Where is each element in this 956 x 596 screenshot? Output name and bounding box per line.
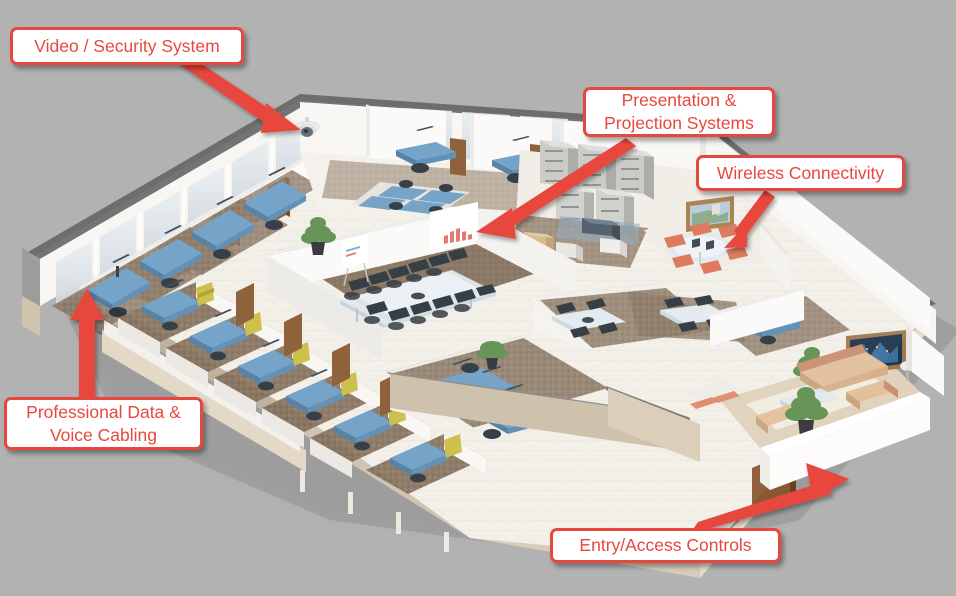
potted-plant	[785, 387, 828, 436]
conference-chairs	[348, 248, 496, 321]
callout-wireless-connectivity[interactable]: Wireless Connectivity	[696, 155, 905, 191]
callout-video-security-system[interactable]: Video / Security System	[10, 27, 244, 65]
breakout-round-table-area	[644, 196, 790, 292]
lounge-area	[720, 330, 920, 448]
office-desk	[192, 196, 254, 252]
callout-professional-data-voice-cabling[interactable]: Professional Data & Voice Cabling	[4, 397, 203, 450]
cubicle	[118, 279, 238, 358]
callout-presentation-projection-systems[interactable]: Presentation & Projection Systems	[583, 87, 775, 137]
callout-wireless-connectivity-label: Wireless Connectivity	[716, 162, 885, 183]
right-office	[706, 288, 850, 356]
boxes	[600, 238, 627, 258]
potted-plant	[301, 217, 336, 255]
wood-door	[450, 138, 466, 176]
presentation-display	[430, 202, 478, 250]
callout-presentation-projection-systems-label: Presentation & Projection Systems	[604, 90, 754, 133]
front-cubicle-row	[300, 434, 486, 552]
callout-entry-access-controls-label: Entry/Access Controls	[579, 535, 752, 556]
dome-security-camera	[294, 117, 320, 137]
cubicle	[166, 309, 286, 388]
cubicle	[262, 369, 382, 448]
callout-video-security-system-label: Video / Security System	[34, 35, 220, 56]
office-desk	[244, 167, 306, 223]
office-desk	[140, 225, 202, 281]
central-conference-room	[262, 202, 576, 360]
callout-professional-data-voice-cabling-label: Professional Data & Voice Cabling	[26, 401, 181, 445]
wall-art	[686, 196, 734, 232]
potted-plant	[476, 341, 508, 369]
office-desk	[396, 126, 456, 173]
callout-entry-access-controls[interactable]: Entry/Access Controls	[550, 528, 781, 563]
reception-seating	[686, 380, 740, 409]
corridor-parapet	[386, 372, 700, 462]
whiteboard	[342, 234, 369, 287]
sofa	[796, 344, 888, 394]
open-plan-cluster-north	[352, 180, 470, 214]
armchair	[846, 380, 898, 410]
left-cubicle-wing	[96, 279, 430, 478]
